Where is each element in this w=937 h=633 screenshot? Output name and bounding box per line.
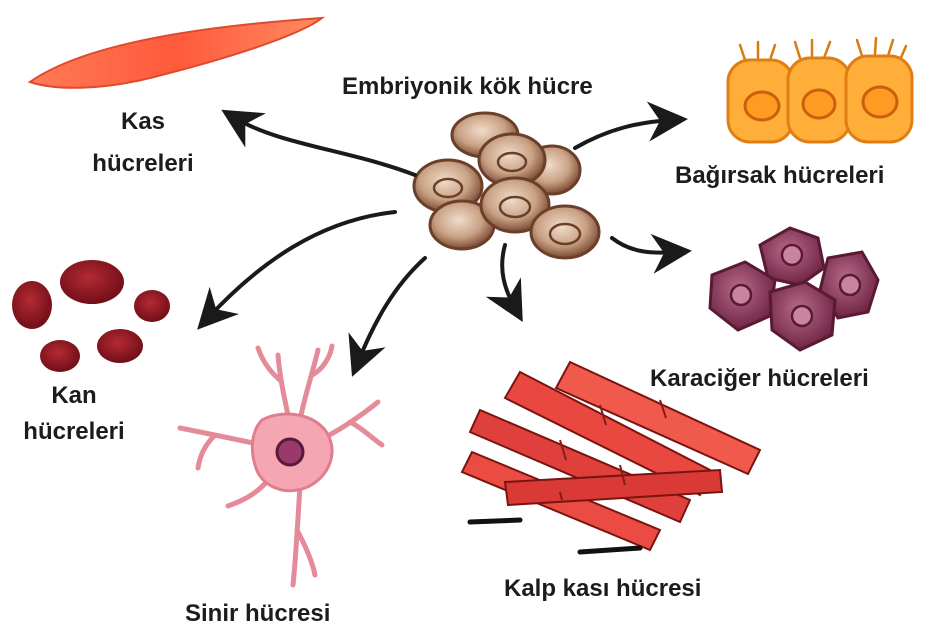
arrow-to-intestine bbox=[575, 120, 672, 148]
arrow-to-heart bbox=[502, 245, 515, 308]
embryonic-stem-cell-label: Embriyonik kök hücre bbox=[342, 73, 593, 101]
arrow-to-muscle bbox=[235, 118, 415, 175]
blood-cells-label-line2: hücreleri bbox=[0, 418, 148, 446]
liver-cells-illustration bbox=[710, 228, 878, 350]
liver-cells-label: Karaciğer hücreleri bbox=[650, 365, 869, 393]
muscle-cells-label-line2: hücreleri bbox=[78, 150, 208, 178]
muscle-cell-illustration bbox=[30, 18, 322, 88]
nerve-cell-illustration bbox=[180, 346, 382, 585]
blood-cells-illustration bbox=[12, 260, 170, 372]
arrow-to-liver bbox=[612, 238, 676, 253]
heart-muscle-cell-label: Kalp kası hücresi bbox=[504, 575, 701, 603]
stem-cell-cluster-illustration bbox=[414, 113, 599, 258]
intestine-cells-illustration bbox=[728, 38, 912, 142]
muscle-cells-label: Kas hücreleri bbox=[78, 108, 208, 178]
arrow-to-nerve bbox=[358, 258, 425, 362]
nerve-cell-label: Sinir hücresi bbox=[185, 600, 330, 628]
muscle-cells-label-line1: Kas bbox=[78, 108, 208, 136]
arrow-to-blood bbox=[208, 212, 395, 318]
blood-cells-label: Kan hücreleri bbox=[0, 382, 148, 446]
intestine-cells-label: Bağırsak hücreleri bbox=[675, 162, 884, 190]
blood-cells-label-line1: Kan bbox=[0, 382, 148, 410]
